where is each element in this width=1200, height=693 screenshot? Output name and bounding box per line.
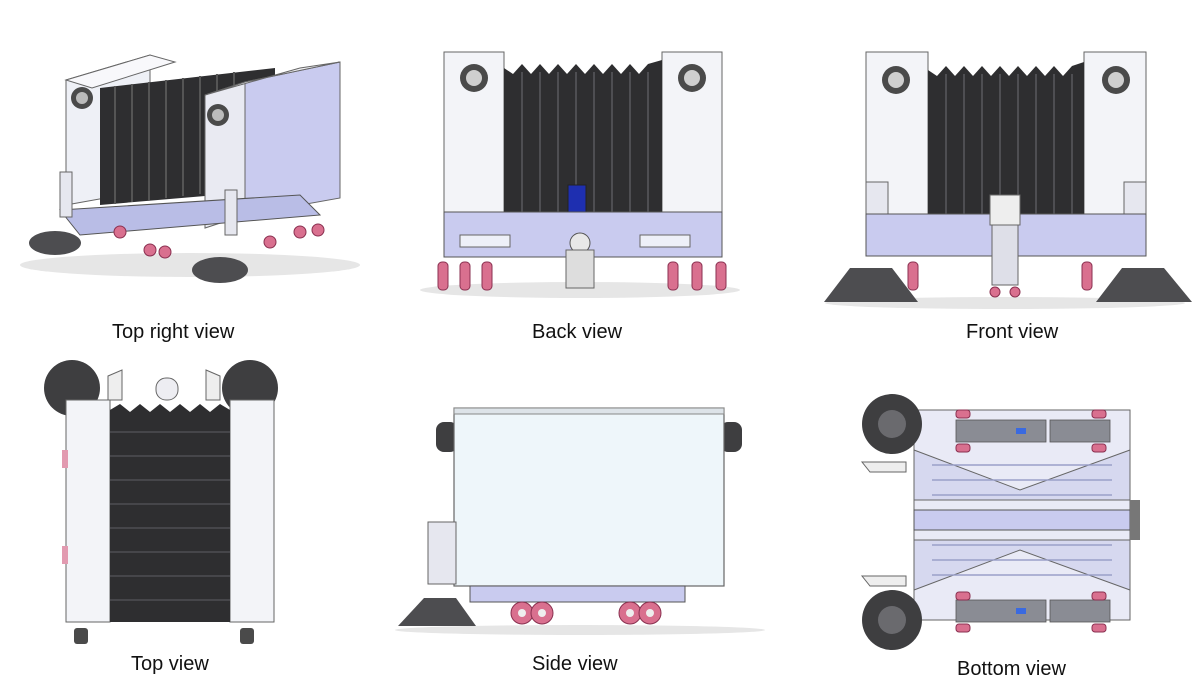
caption-front-view: Front view <box>966 321 1059 343</box>
back-view-drawing <box>420 51 740 298</box>
caption-top-view: Top view <box>131 653 209 675</box>
view-back: Back view <box>400 0 760 350</box>
suction-cup <box>862 394 922 650</box>
bellows <box>504 60 662 214</box>
top-view-drawing <box>44 360 278 644</box>
suction-cup <box>398 598 476 626</box>
suction-cup <box>824 268 1192 302</box>
bellows <box>110 404 230 622</box>
view-bottom: Bottom view <box>840 350 1200 693</box>
suction-cup <box>29 231 248 283</box>
side-view-drawing <box>395 407 765 635</box>
caption-side-view: Side view <box>532 653 618 675</box>
top-right-view-drawing <box>20 54 360 283</box>
view-top-right: Top right view <box>0 0 380 350</box>
caption-top-right-view: Top right view <box>112 321 235 343</box>
view-front: Front view <box>820 0 1200 350</box>
view-side: Side view <box>380 350 780 693</box>
view-top: Top view <box>0 350 380 693</box>
side-panel <box>453 407 725 587</box>
bellows <box>928 62 1084 216</box>
front-view-drawing <box>824 51 1192 309</box>
bottom-view-drawing <box>860 394 1140 650</box>
caption-bottom-view: Bottom view <box>957 658 1066 680</box>
caption-back-view: Back view <box>532 321 623 343</box>
